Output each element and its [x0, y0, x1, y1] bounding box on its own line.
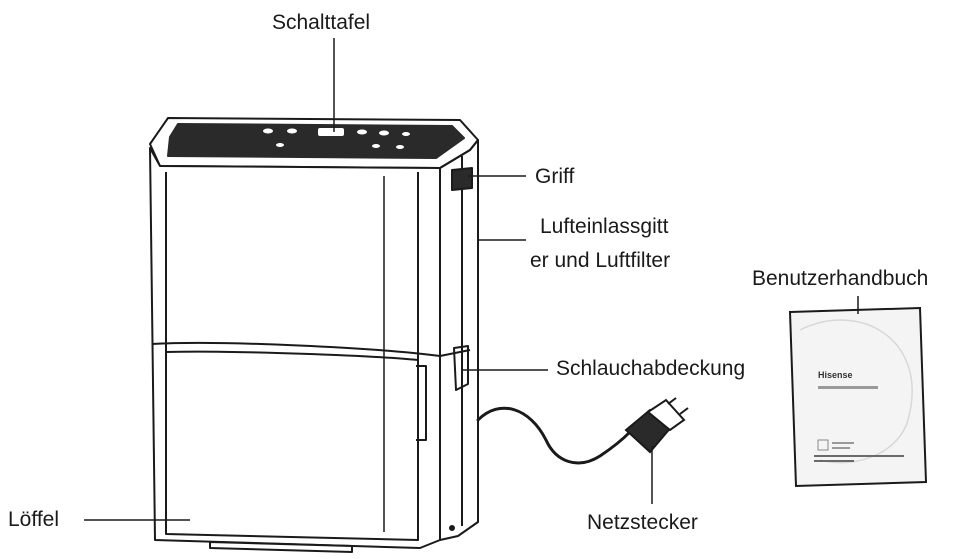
control-buttons [263, 128, 410, 149]
dehumidifier-unit [149, 117, 479, 553]
unit-base [209, 541, 353, 553]
hose-cover-panel [453, 345, 469, 391]
manual-brand: Hisense [818, 370, 853, 380]
user-manual-booklet: Hisense [788, 306, 928, 488]
label-spoon: Löffel [8, 508, 59, 531]
tank-level-window [416, 365, 427, 441]
manual-cover [788, 306, 928, 488]
handle-recess [451, 167, 473, 191]
water-tank-split [151, 341, 471, 357]
label-hose-cover: Schlauchabdeckung [556, 357, 746, 380]
label-handle: Griff [535, 165, 575, 188]
control-panel-grille [167, 123, 465, 159]
label-air-inlet-line2: er und Luftfilter [530, 249, 671, 272]
callout-lines [84, 38, 859, 521]
label-user-manual: Benutzerhandbuch [752, 267, 929, 290]
power-plug-icon [624, 397, 689, 454]
label-control-panel: Schalttafel [272, 11, 371, 34]
front-panel-inner [165, 172, 419, 541]
power-cord [476, 406, 632, 465]
unit-side-face [439, 139, 479, 541]
unit-front-face [149, 147, 441, 549]
label-air-inlet-line1: Lufteinlassgitt [540, 215, 669, 238]
label-power-plug: Netzstecker [587, 511, 698, 534]
